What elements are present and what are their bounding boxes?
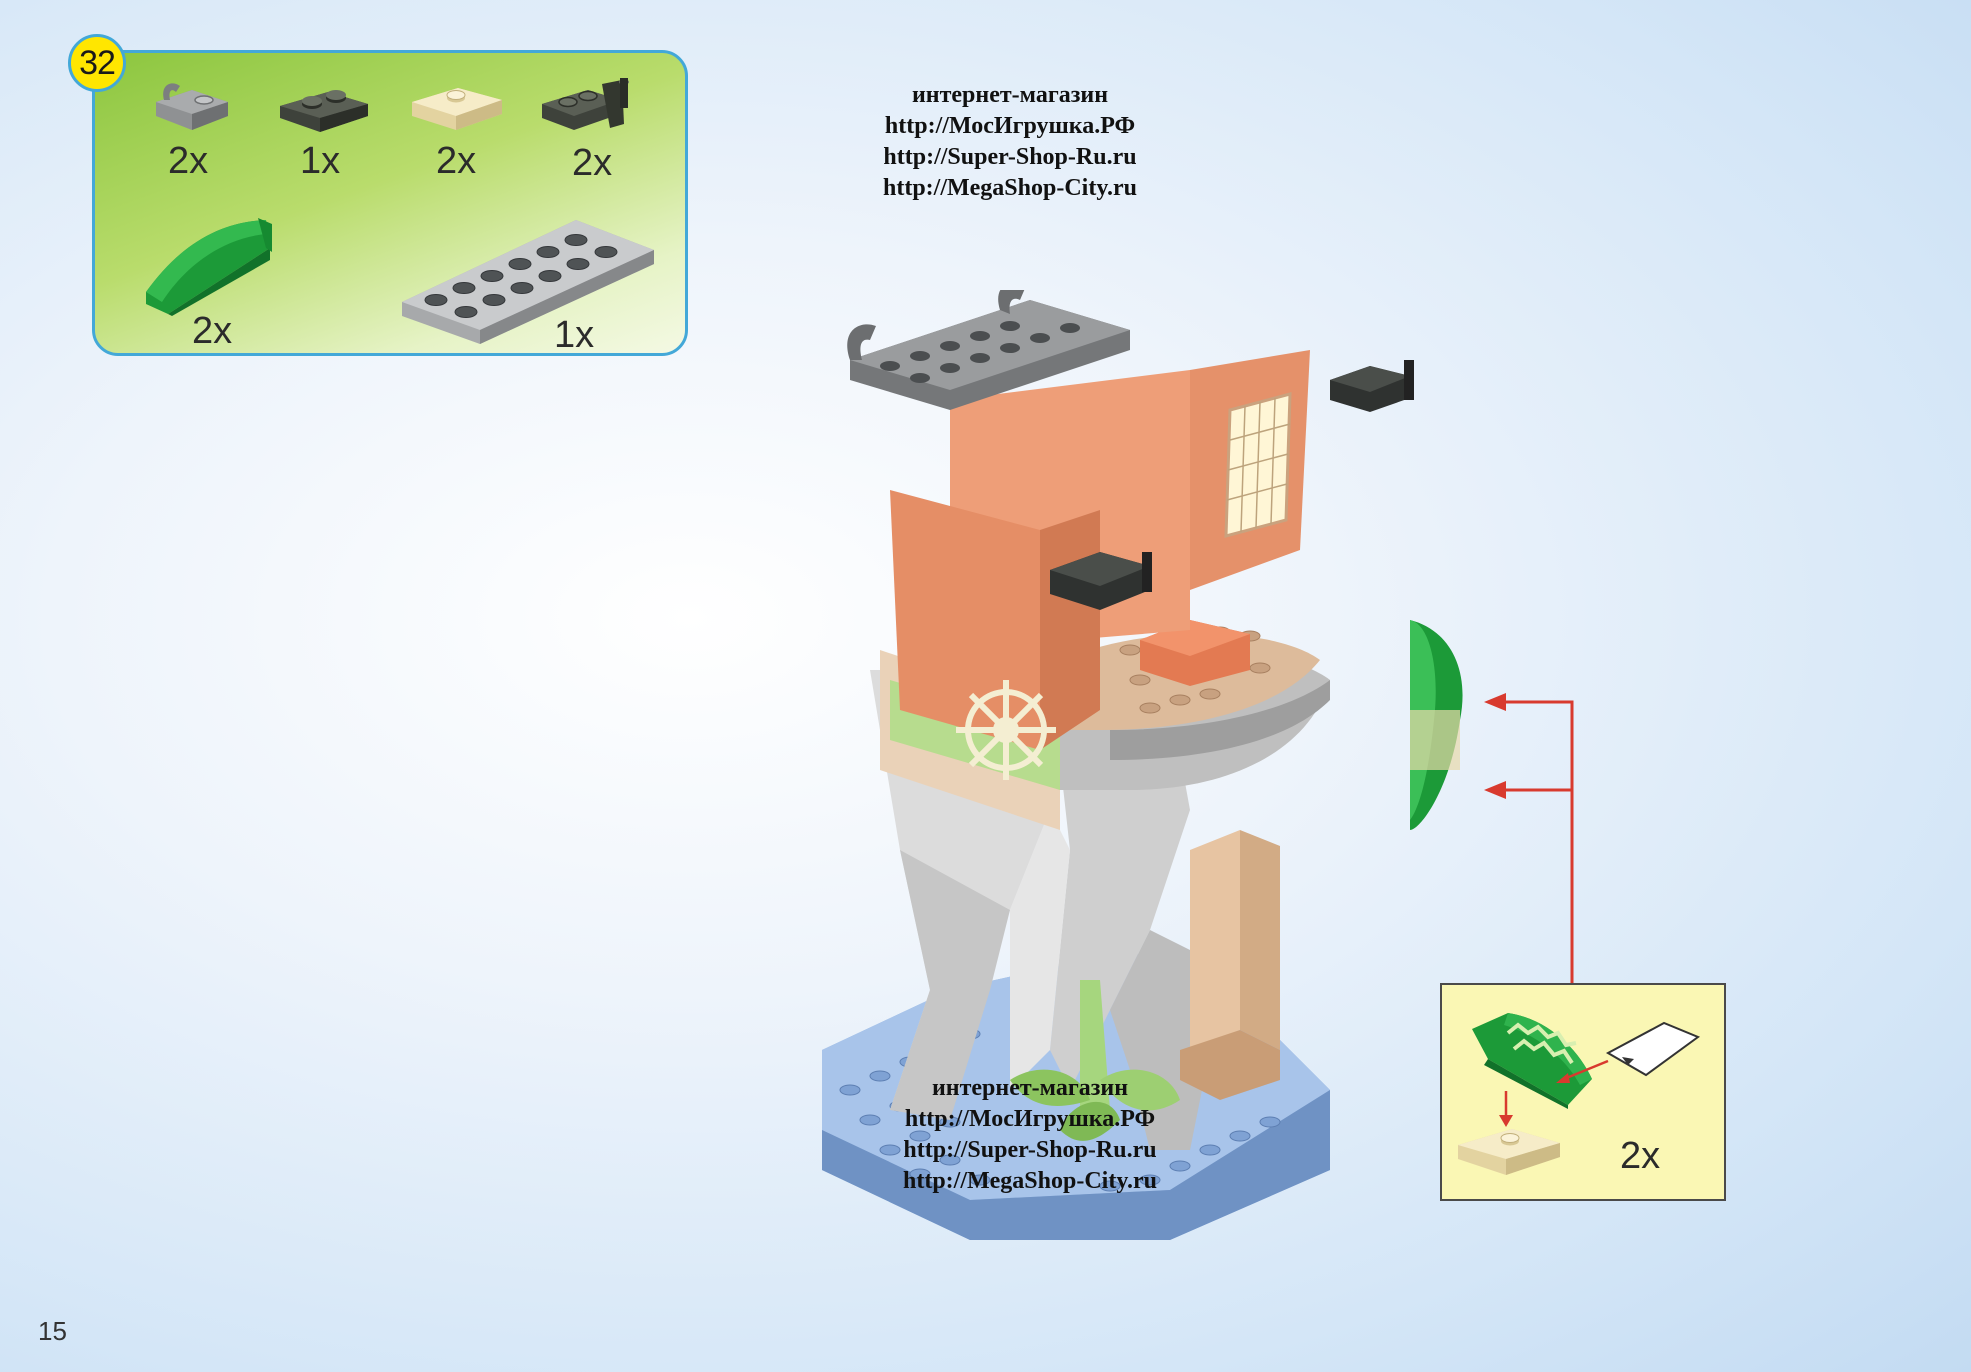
part-qty-clip-plate: 2x (168, 140, 209, 182)
subassembly-callout: 2x (1440, 983, 1726, 1201)
watermark-bottom-line3: http://Super-Shop-Ru.ru (903, 1137, 1157, 1163)
green-curved-slope-attached (1410, 620, 1463, 830)
page-number: 15 (38, 1316, 67, 1346)
down-arrow (1499, 1091, 1513, 1127)
part-qty-jumper-plate: 2x (436, 140, 477, 182)
watermark-top-line4: http://MegaShop-City.ru (882, 175, 1137, 201)
watermark-top-line3: http://Super-Shop-Ru.ru (883, 144, 1137, 170)
step-number: 32 (79, 43, 116, 82)
sticker-arrow (1556, 1059, 1609, 1083)
part-qty-curved-slope: 2x (192, 310, 233, 352)
ship-tower-model-illustration (822, 290, 1463, 1240)
part-qty-plate-2x6: 1x (554, 314, 595, 356)
gray-top-plate (847, 290, 1130, 410)
dark-gray-plate-1x2-icon (280, 90, 368, 132)
placement-arrows (1484, 693, 1574, 984)
tan-jumper-plate-callout-icon (1458, 1129, 1560, 1175)
tan-jumper-plate-icon (412, 88, 502, 130)
lattice-window (1224, 392, 1292, 538)
part-qty-plate-1x2: 1x (300, 140, 341, 182)
dark-bar-holder-plates (1050, 360, 1414, 610)
watermark-top-line2: http://МосИгрушка.РФ (884, 113, 1136, 139)
callout-qty: 2x (1620, 1135, 1661, 1177)
watermark-top-line1: интернет-магазин (911, 82, 1109, 108)
watermark-bottom-line1: интернет-магазин (931, 1075, 1129, 1101)
sticker-icon (1605, 1021, 1701, 1077)
light-gray-clip-plate-icon (156, 83, 228, 130)
watermark-bottom-line4: http://MegaShop-City.ru (902, 1168, 1157, 1194)
part-qty-bar-holder-plate: 2x (572, 142, 613, 184)
light-gray-plate-2x6-icon (402, 220, 654, 344)
tan-bricks-right (1180, 830, 1280, 1100)
watermark-top: интернет-магазин http://МосИгрушка.РФ ht… (860, 80, 1160, 204)
step-number-badge: 32 (68, 34, 126, 92)
dark-gray-bar-holder-plate-icon (542, 78, 629, 130)
green-palm-plant (1010, 980, 1180, 1141)
green-curved-slope-icon (146, 218, 272, 316)
watermark-bottom: интернет-магазин http://МосИгрушка.РФ ht… (880, 1073, 1180, 1197)
ship-wheel (956, 680, 1056, 780)
watermark-bottom-line2: http://МосИгрушка.РФ (904, 1106, 1156, 1132)
